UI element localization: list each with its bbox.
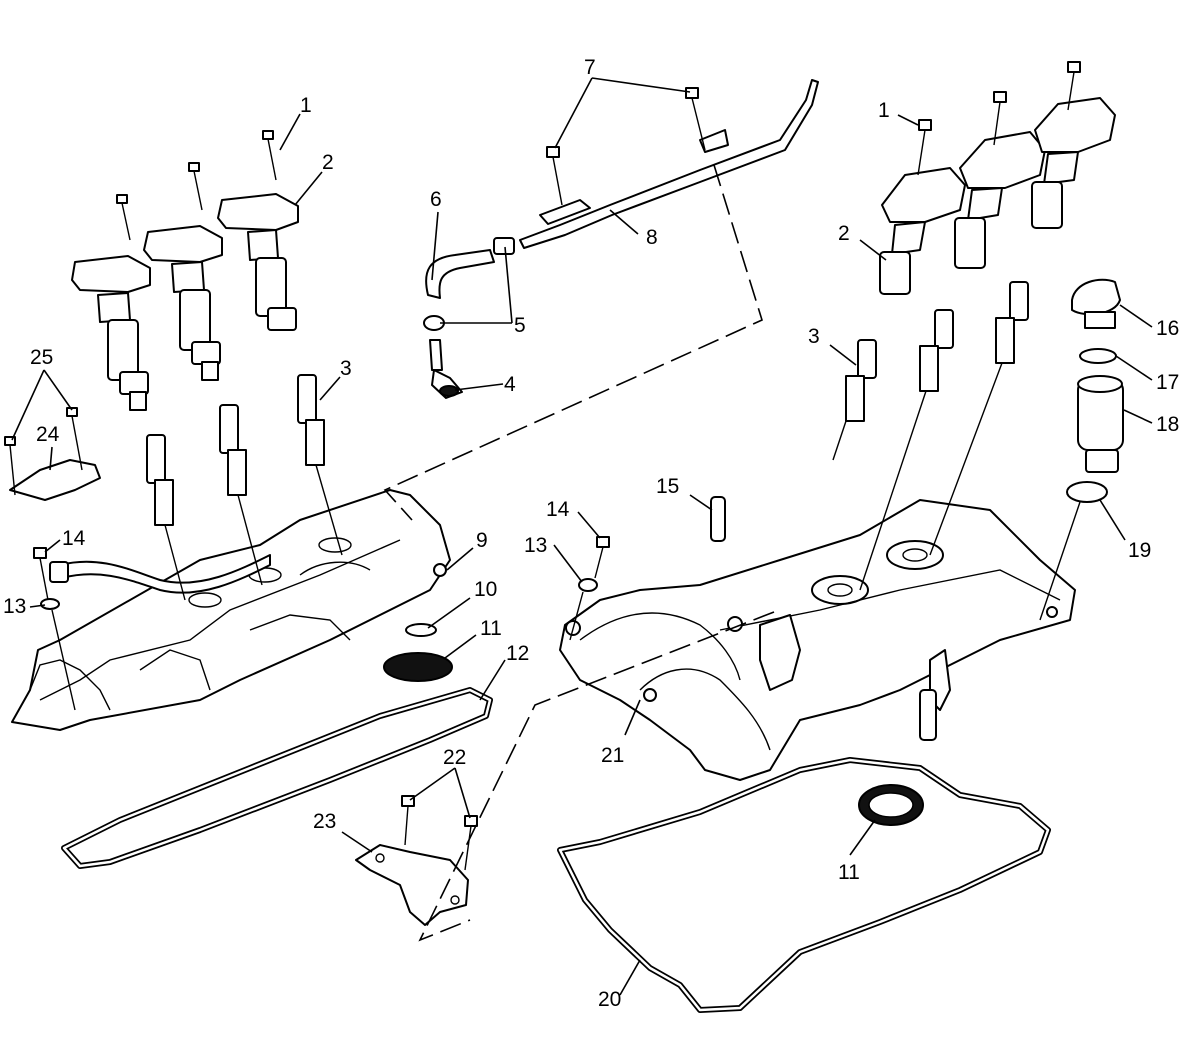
callout-16: 16 [1156,317,1179,340]
callout-2-right: 2 [838,222,850,245]
bracket-23 [355,795,478,926]
left-ignition-coil-2 [143,225,223,381]
assembly-lines [383,164,775,942]
leader-lines [11,77,1153,996]
fitting-15 [710,496,726,542]
callout-19: 19 [1128,539,1151,562]
callout-22: 22 [443,746,466,769]
left-camshaft-cover [11,489,451,731]
right-ignition-coil-3 [1031,97,1116,229]
right-ignition-coil-2 [954,131,1046,269]
callout-9: 9 [476,529,488,552]
callout-15: 15 [656,475,679,498]
callout-17: 17 [1156,371,1179,394]
callout-3-right: 3 [808,325,820,348]
callout-14-left: 14 [62,527,86,550]
right-spark-plugs [832,281,1029,591]
callout-18: 18 [1156,413,1179,436]
left-ignition-coil-3 [217,193,299,331]
callout-13-left: 13 [3,595,26,618]
pcv-hose [423,237,515,399]
left-ignition-coil-1 [71,255,151,411]
seal-11-left [383,652,453,682]
callout-20: 20 [598,988,621,1011]
pcv-tube [519,79,819,249]
left-cover-gasket [61,687,493,869]
right-camshaft-cover [559,499,1076,781]
pcv-bolts [546,87,706,206]
callout-11-left: 11 [480,617,502,640]
callout-6: 6 [430,188,442,211]
callout-5: 5 [514,314,526,337]
callout-2-left: 2 [322,151,334,174]
callout-1-left: 1 [300,94,312,117]
callout-10: 10 [474,578,497,601]
right-ignition-coil-1 [879,167,966,295]
callout-14-right: 14 [546,498,570,521]
callout-8: 8 [646,226,658,249]
seal-11-right [858,784,924,826]
left-cover-bolt [33,547,76,711]
right-cover-bolt [569,536,610,641]
right-coil-bolts [917,61,1081,176]
callout-21: 21 [601,744,624,767]
callout-13-right: 13 [524,534,547,557]
callout-7: 7 [584,56,596,79]
callout-24: 24 [36,423,60,446]
left-spark-plugs [146,374,343,601]
callout-25: 25 [30,346,53,369]
callout-12: 12 [506,642,529,665]
right-cover-gasket [557,757,1051,1013]
callout-numbers: 1 2 3 4 5 6 7 8 9 10 11 12 13 14 24 25 1… [3,56,1179,1011]
sensor-bracket [4,407,101,501]
callout-3-left: 3 [340,357,352,380]
callout-1-right: 1 [878,99,890,122]
callout-23: 23 [313,810,336,833]
callout-11-right: 11 [838,861,860,884]
oil-fill-cap [1039,278,1124,621]
callout-4: 4 [504,373,516,396]
left-coil-bolts [116,130,277,241]
